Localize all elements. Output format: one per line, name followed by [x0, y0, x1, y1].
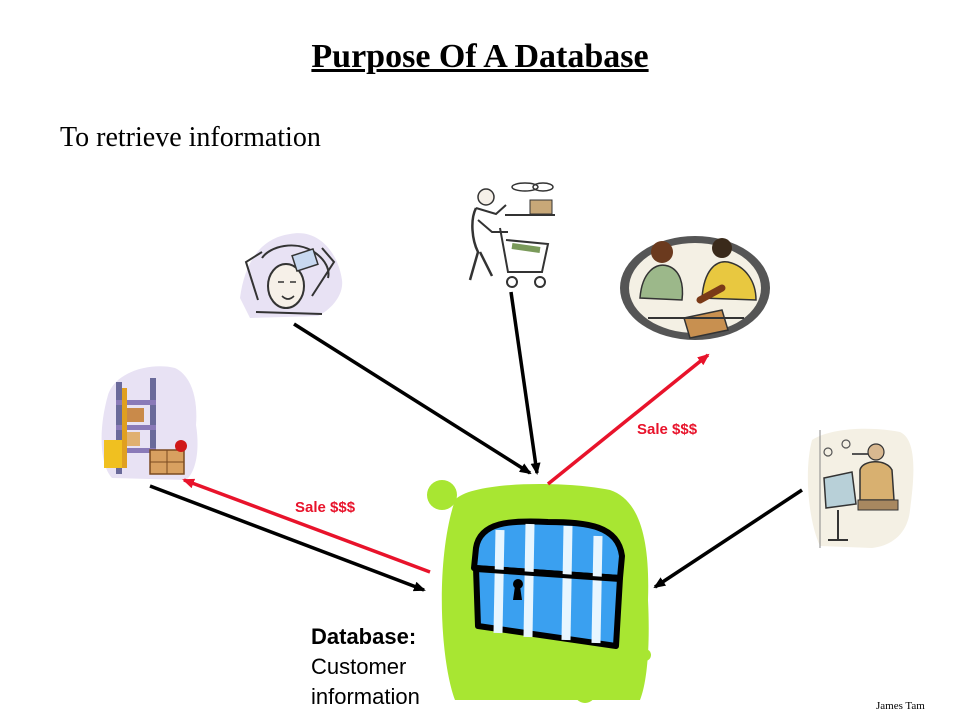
database-caption-line: Customer: [311, 654, 407, 679]
database-caption: Database: Customer information: [311, 622, 420, 712]
arrow-database-to-warehouse-sale: [182, 478, 431, 574]
arrow-bar-to-database: [653, 488, 803, 589]
slide-title: Purpose Of A Database: [311, 38, 649, 75]
stressed-person-icon: [240, 233, 343, 318]
warehouse-forklift-icon: [101, 366, 198, 480]
treasure-chest-icon: [471, 518, 625, 649]
sale-label-left: Sale $$$: [295, 499, 356, 516]
arrow-warehouse-to-database: [149, 484, 426, 592]
shopper-with-cart-icon: [468, 182, 555, 288]
shoe-sale-icon: [620, 236, 770, 340]
arrow-database-to-shoe-sale: [546, 353, 710, 486]
arrow-shopper-to-database: [509, 291, 541, 475]
database-caption-heading: Database:: [311, 624, 417, 649]
arrow-stressed-to-database: [293, 322, 532, 475]
sale-label-right: Sale $$$: [637, 421, 698, 438]
bullet-text: To retrieve information: [60, 122, 321, 153]
author-credit: James Tam: [876, 700, 925, 712]
database-caption-line: information: [311, 684, 420, 709]
person-at-bar-icon: [807, 428, 914, 548]
